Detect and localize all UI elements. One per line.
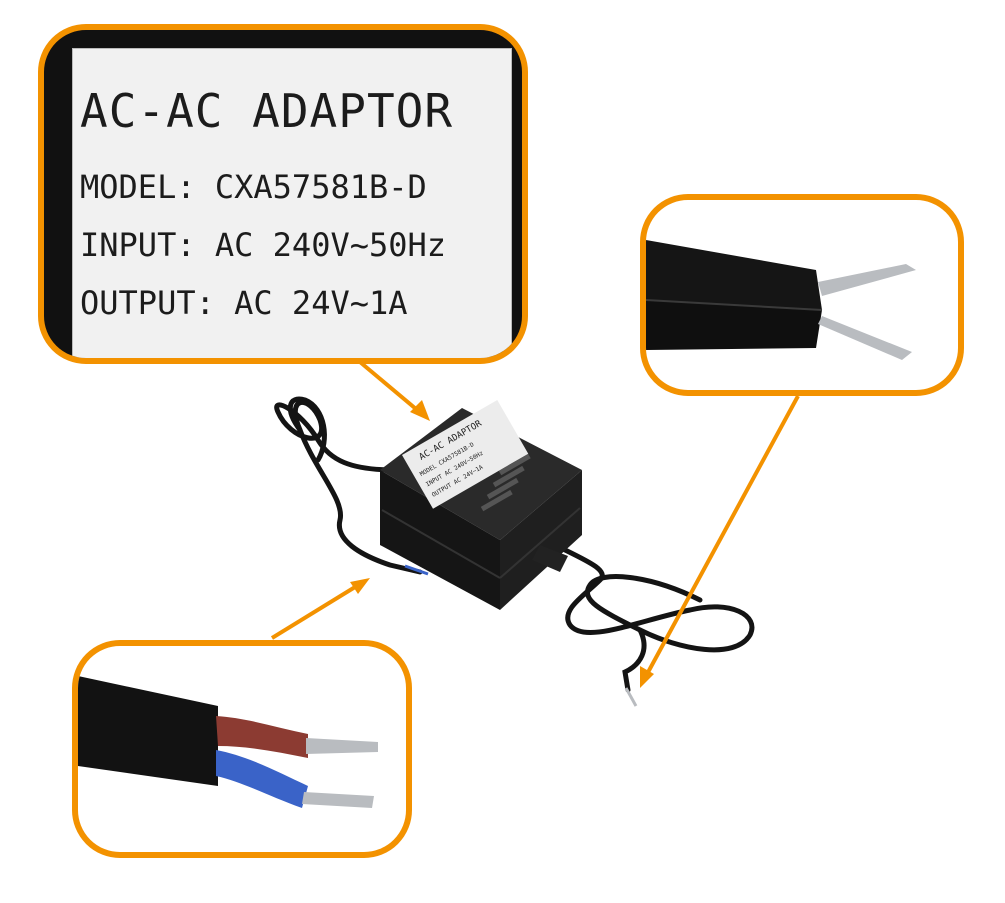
label-pointer-arrow <box>358 360 424 416</box>
output-cable <box>552 542 755 693</box>
label-title: AC-AC ADAPTOR <box>80 84 454 138</box>
label-input: INPUT: AC 240V~50Hz <box>80 226 447 264</box>
input-wire-tip <box>404 564 429 576</box>
output-wire-closeup <box>646 240 916 360</box>
output-wire-pointer-arrow <box>644 395 800 677</box>
pointer-arrows <box>270 360 800 688</box>
label-zoom-callout: AC-AC ADAPTOR MODEL: CXA57581B-D INPUT: … <box>38 24 528 364</box>
input-wire-pointer-arrow <box>270 582 362 640</box>
output-wire-tip <box>624 687 638 707</box>
input-cable <box>274 396 423 575</box>
rating-label <box>72 48 512 358</box>
input-wire-closeup <box>78 676 378 808</box>
label-output: OUTPUT: AC 24V~1A <box>80 284 408 322</box>
vent-slots <box>480 453 531 512</box>
input-wire-zoom-callout <box>72 640 412 858</box>
output-wire-zoom-callout <box>640 194 964 396</box>
label-model: MODEL: CXA57581B-D <box>80 168 427 206</box>
